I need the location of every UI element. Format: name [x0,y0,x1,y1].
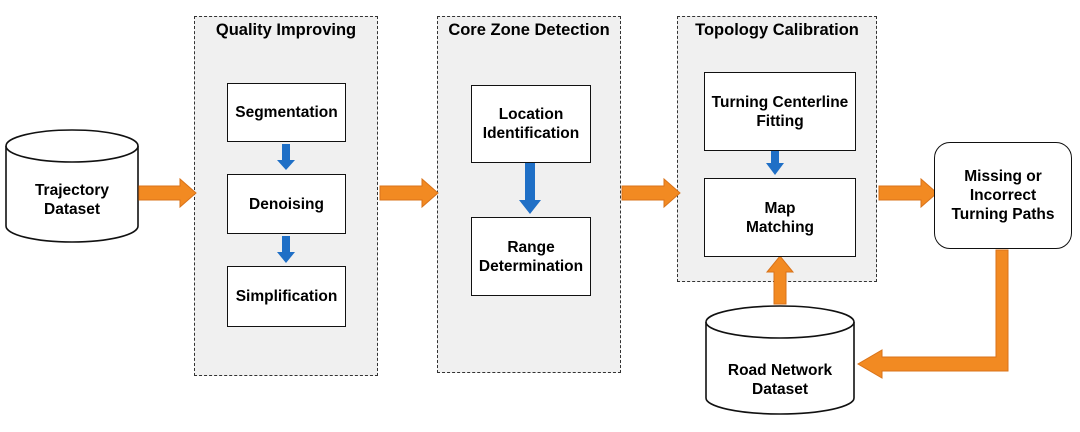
core-zone-detection-title: Core Zone Detection [448,21,610,39]
arrow-denoising-to-simplification [277,236,295,263]
road-network-dataset-cylinder [705,305,855,415]
map-matching-box: Map Matching [704,178,856,257]
turning-centerline-fitting-box: Turning Centerline Fitting [704,72,856,151]
core-zone-detection-panel: Core Zone Detection [437,16,621,373]
arrow-location-to-range [519,163,541,214]
denoising-box: Denoising [227,174,346,234]
range-determination-box: Range Determination [471,217,591,296]
trajectory-dataset-cylinder [5,129,139,243]
arrow-road-network-to-map-matching [765,255,795,305]
missing-incorrect-turning-paths-box: Missing or Incorrect Turning Paths [934,142,1072,249]
arrow-output-to-road-network [857,249,1009,379]
topology-calibration-title: Topology Calibration [695,21,859,39]
arrow-segmentation-to-denoising [277,144,295,170]
road-network-dataset-label: Road Network Dataset [727,362,833,398]
trajectory-dataset-label: Trajectory Dataset [34,182,110,218]
arrow-topology-to-output [878,177,938,209]
quality-improving-title: Quality Improving [215,21,357,39]
simplification-box: Simplification [227,266,346,327]
segmentation-box: Segmentation [227,83,346,142]
arrow-trajectory-to-quality [138,177,197,209]
arrow-core-to-topology [621,177,681,209]
arrow-quality-to-core [379,177,439,209]
arrow-centerline-to-map-matching [766,151,784,175]
location-identification-box: Location Identification [471,85,591,163]
